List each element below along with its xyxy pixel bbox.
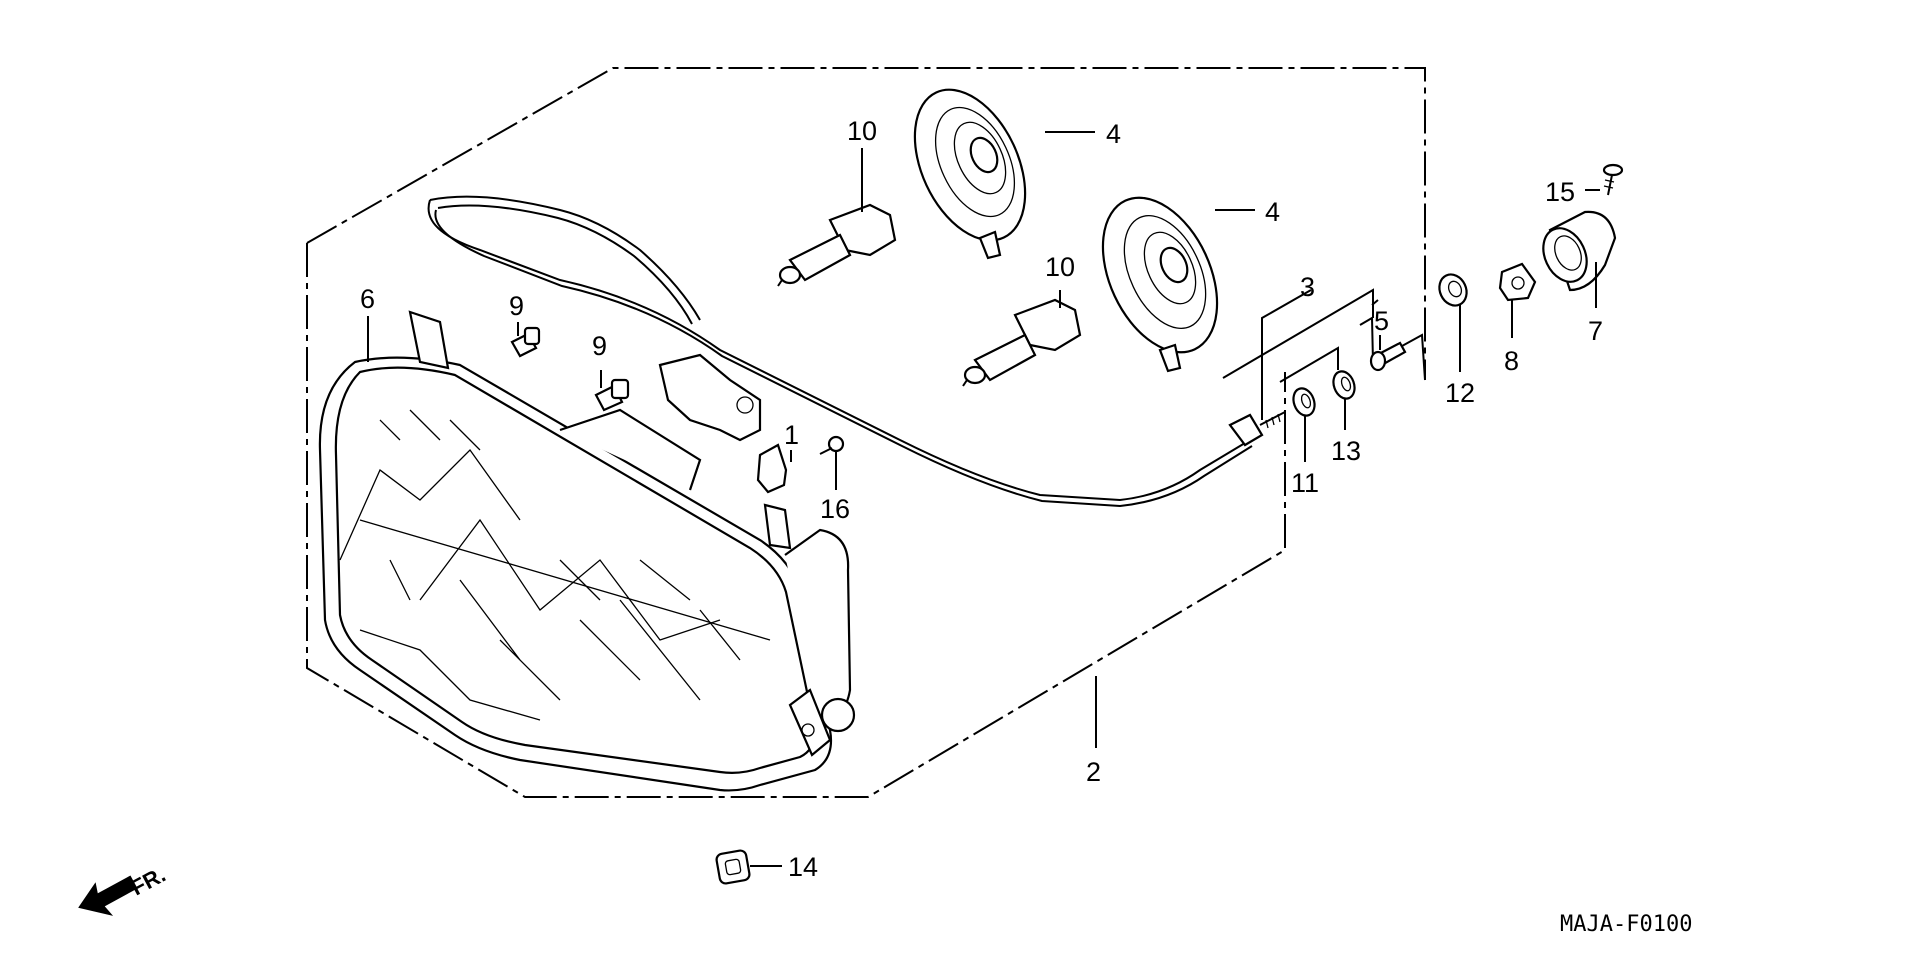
washer-13 bbox=[1332, 370, 1356, 400]
callout-8: 8 bbox=[1504, 346, 1519, 376]
callout-11: 11 bbox=[1291, 468, 1319, 498]
callout-7: 7 bbox=[1588, 316, 1603, 346]
headlight-unit bbox=[318, 310, 856, 792]
callout-14: 14 bbox=[788, 852, 818, 882]
socket-3 bbox=[1228, 411, 1286, 447]
adjuster-screw-9b bbox=[594, 378, 630, 412]
clip-nut-8 bbox=[1498, 262, 1537, 302]
direction-label: FR. bbox=[127, 862, 170, 901]
callout-6: 6 bbox=[360, 284, 375, 314]
adjuster-screw-9a bbox=[510, 326, 541, 358]
bolt-5 bbox=[1369, 341, 1407, 372]
screw-15 bbox=[1602, 163, 1624, 196]
callout-10a: 10 bbox=[847, 116, 877, 146]
nut-12 bbox=[1438, 273, 1468, 307]
callout-2: 2 bbox=[1086, 757, 1101, 787]
dust-cover-4b bbox=[1101, 196, 1219, 373]
callout-10b: 10 bbox=[1045, 252, 1075, 282]
washer-11 bbox=[1292, 387, 1316, 417]
leader-lines bbox=[367, 131, 1600, 867]
bulb-10b bbox=[962, 298, 1082, 387]
callout-9b: 9 bbox=[592, 331, 607, 361]
screw-16 bbox=[819, 435, 845, 455]
dust-cover-4a bbox=[913, 88, 1027, 260]
callout-1: 1 bbox=[784, 420, 799, 450]
callout-13: 13 bbox=[1331, 436, 1361, 466]
callout-3: 3 bbox=[1300, 272, 1315, 302]
connector-block bbox=[658, 353, 762, 442]
callout-16: 16 bbox=[820, 494, 850, 524]
callout-9a: 9 bbox=[509, 291, 524, 321]
clip-14 bbox=[715, 849, 751, 885]
callout-5: 5 bbox=[1374, 306, 1389, 336]
cap-7 bbox=[1542, 210, 1617, 292]
callout-4a: 4 bbox=[1106, 119, 1121, 149]
callout-4b: 4 bbox=[1265, 197, 1280, 227]
bulb-10a bbox=[777, 203, 897, 287]
diagram-code: MAJA-F0100 bbox=[1560, 912, 1692, 937]
front-direction-arrow: FR. bbox=[78, 862, 170, 916]
group-bracket-3 bbox=[1222, 288, 1374, 383]
wire-clamp-1 bbox=[756, 443, 788, 494]
callout-15: 15 bbox=[1545, 177, 1575, 207]
wire-harness bbox=[427, 199, 1251, 502]
callout-12: 12 bbox=[1445, 378, 1475, 408]
